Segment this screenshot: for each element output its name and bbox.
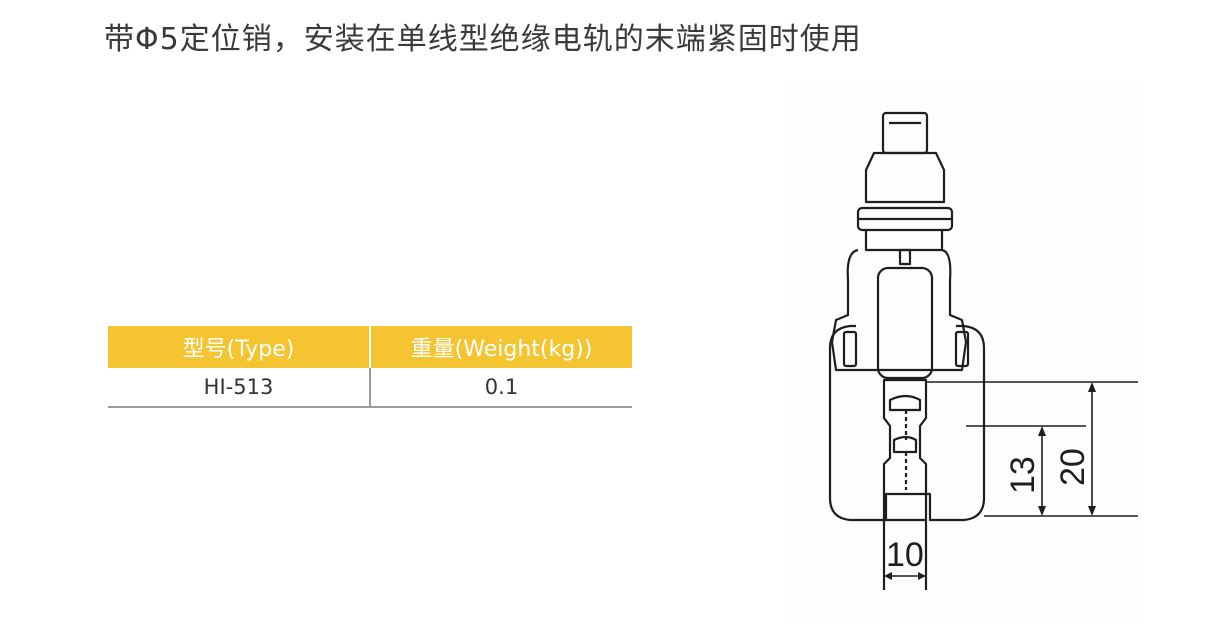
clamp-body: [828, 324, 986, 522]
yoke-slot: [876, 266, 934, 380]
table-header-row: 型号(Type) 重量(Weight(kg)): [108, 326, 632, 368]
dimension-13: 13: [1004, 456, 1042, 494]
cell-type: HI-513: [108, 368, 370, 408]
cell-weight: 0.1: [369, 368, 632, 408]
page-headline: 带Φ5定位销，安装在单线型绝缘电轨的末端紧固时使用: [104, 22, 862, 57]
clamp-outline: [828, 111, 986, 590]
dimension-10: 10: [886, 536, 924, 574]
product-technical-drawing: 13 20 10: [786, 80, 1142, 620]
column-header-weight: 重量(Weight(kg)): [369, 326, 632, 368]
yoke: [830, 248, 968, 372]
dimension-lines: [884, 381, 1138, 580]
clamp-drawing-svg: 13 20 10: [786, 80, 1142, 620]
table-row: HI-513 0.1: [108, 368, 632, 408]
column-header-type: 型号(Type): [108, 326, 370, 368]
dimension-20: 20: [1054, 448, 1092, 486]
hex-nut: [864, 151, 946, 204]
spec-table: 型号(Type) 重量(Weight(kg)) HI-513 0.1: [108, 326, 632, 408]
